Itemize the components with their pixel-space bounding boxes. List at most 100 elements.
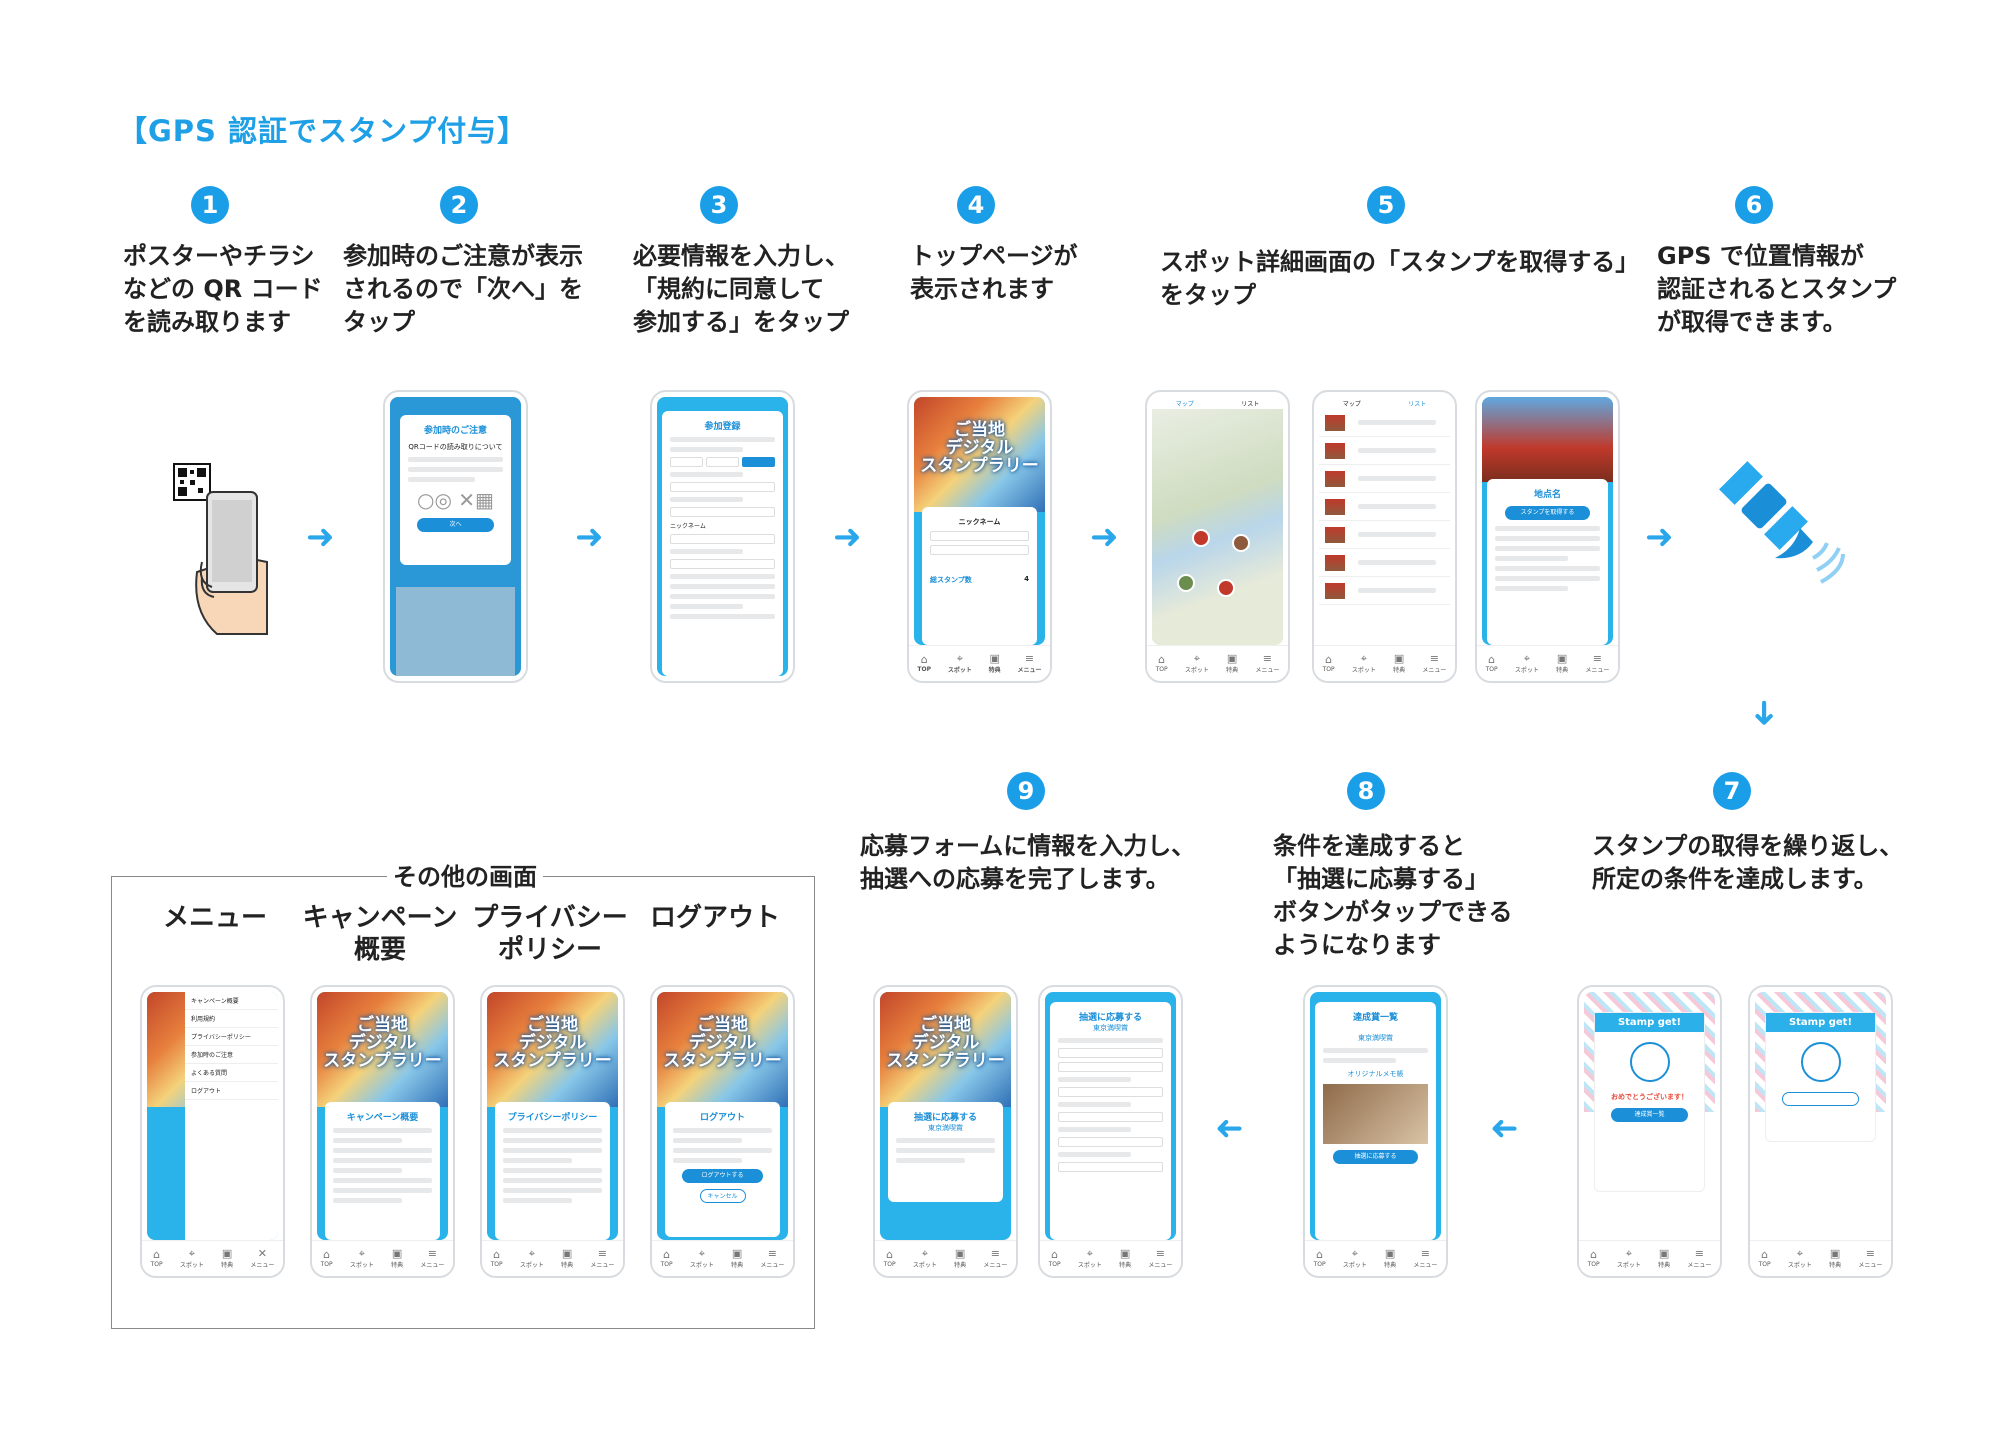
menu-item[interactable]: 利用規約 <box>185 1010 278 1028</box>
phone-field[interactable] <box>1058 1162 1163 1172</box>
tab-spot[interactable]: ⌖スポット <box>519 1247 544 1270</box>
tab-top[interactable]: ⌂TOP <box>320 1248 333 1269</box>
tab-label: スポット <box>947 667 972 674</box>
tab-benefit[interactable]: ▣特典 <box>1393 652 1406 675</box>
pin-icon: ⌖ <box>188 1247 195 1260</box>
cancel-button[interactable]: キャンセル <box>699 1189 746 1203</box>
list-item[interactable] <box>1319 465 1450 493</box>
password-field[interactable] <box>670 559 775 569</box>
map-pin-icon[interactable] <box>1217 579 1235 597</box>
tab-benefit[interactable]: ▣特典 <box>1829 1247 1842 1270</box>
tab-spot[interactable]: ⌖スポット <box>1077 1247 1102 1270</box>
tab-map[interactable]: マップ <box>1175 400 1194 408</box>
list-item[interactable] <box>1319 521 1450 549</box>
name-field[interactable] <box>1058 1048 1163 1058</box>
tab-spot[interactable]: ⌖スポット <box>1514 652 1539 675</box>
logout-button[interactable]: ログアウトする <box>682 1169 763 1183</box>
menu-item[interactable]: よくある質問 <box>185 1064 278 1082</box>
arrow-right-icon: ➜ <box>833 517 862 557</box>
arrow-right-icon: ➜ <box>306 517 335 557</box>
tab-spot[interactable]: ⌖スポット <box>1342 1247 1367 1270</box>
tab-benefit[interactable]: ▣特典 <box>731 1247 744 1270</box>
list-item[interactable] <box>1319 577 1450 605</box>
tab-menu[interactable]: ≡メニュー <box>420 1247 445 1270</box>
tab-benefit[interactable]: ▣特典 <box>221 1247 234 1270</box>
tab-menu[interactable]: ≡メニュー <box>1255 652 1280 675</box>
tab-menu[interactable]: ✕メニュー <box>250 1247 275 1270</box>
menu-item[interactable]: ログアウト <box>185 1082 278 1100</box>
prize-image <box>1323 1084 1428 1144</box>
list-item[interactable] <box>1319 409 1450 437</box>
tab-menu[interactable]: ≡メニュー <box>1858 1247 1883 1270</box>
tab-spot[interactable]: ⌖スポット <box>1351 652 1376 675</box>
tab-menu[interactable]: ≡メニュー <box>1585 652 1610 675</box>
tab-menu[interactable]: ≡メニュー <box>983 1247 1008 1270</box>
tab-top[interactable]: ⌂TOP <box>1322 653 1335 674</box>
tab-top[interactable]: ⌂TOP <box>150 1248 163 1269</box>
tab-menu[interactable]: ≡メニュー <box>760 1247 785 1270</box>
tab-top[interactable]: ⌂TOP <box>1048 1248 1061 1269</box>
birthday-field[interactable] <box>1058 1112 1163 1122</box>
map-area[interactable] <box>1152 409 1283 645</box>
list-item[interactable] <box>1319 549 1450 577</box>
step-5-number: 5 <box>1367 186 1405 224</box>
tab-benefit[interactable]: ▣特典 <box>1226 652 1239 675</box>
gift-icon: ▣ <box>1119 1247 1131 1260</box>
tab-map[interactable]: マップ <box>1342 400 1361 408</box>
achieved-list-button[interactable]: 達成賞一覧 <box>1611 1108 1688 1122</box>
tab-menu[interactable]: ≡メニュー <box>1413 1247 1438 1270</box>
tab-list[interactable]: リスト <box>1408 400 1427 408</box>
tab-top[interactable]: ⌂TOP <box>1758 1248 1771 1269</box>
tab-benefit[interactable]: ▣特典 <box>1658 1247 1671 1270</box>
tab-top[interactable]: ⌂TOP <box>883 1248 896 1269</box>
tab-top[interactable]: ⌂TOP <box>917 654 931 674</box>
email-field[interactable] <box>1058 1137 1163 1147</box>
tab-list[interactable]: リスト <box>1241 400 1260 408</box>
kana-field[interactable] <box>1058 1062 1163 1072</box>
pin-icon: ⌖ <box>698 1247 705 1260</box>
tab-spot[interactable]: ⌖スポット <box>179 1247 204 1270</box>
get-stamp-button[interactable]: スタンプを取得する <box>1505 506 1590 520</box>
list-item[interactable] <box>1319 437 1450 465</box>
page-title: 【GPS 認証でスタンプ付与】 <box>118 114 528 148</box>
tab-spot[interactable]: ⌖スポット <box>689 1247 714 1270</box>
tab-top[interactable]: ⌂TOP <box>490 1248 503 1269</box>
tab-spot[interactable]: ⌖スポット <box>1184 652 1209 675</box>
menu-icon: ≡ <box>767 1247 777 1260</box>
map-pin-icon[interactable] <box>1192 529 1210 547</box>
map-pin-icon[interactable] <box>1177 574 1195 592</box>
tab-benefit[interactable]: ▣特典 <box>391 1247 404 1270</box>
gender-field[interactable] <box>1058 1087 1163 1097</box>
tab-benefit[interactable]: ▣特典 <box>1556 652 1569 675</box>
apply-button[interactable]: 抽選に応募する <box>1333 1150 1418 1164</box>
tab-menu[interactable]: ≡メニュー <box>1148 1247 1173 1270</box>
tab-benefit[interactable]: ▣特典 <box>954 1247 967 1270</box>
menu-item[interactable]: 参加時のご注意 <box>185 1046 278 1064</box>
tab-spot[interactable]: ⌖スポット <box>947 653 972 675</box>
tab-benefit[interactable]: ▣特典 <box>561 1247 574 1270</box>
tab-benefit[interactable]: ▣特典 <box>1119 1247 1132 1270</box>
tab-menu[interactable]: ≡メニュー <box>590 1247 615 1270</box>
menu-item[interactable]: プライバシーポリシー <box>185 1028 278 1046</box>
tab-spot[interactable]: ⌖スポット <box>1787 1247 1812 1270</box>
nickname-field[interactable] <box>670 534 775 544</box>
tab-spot[interactable]: ⌖スポット <box>912 1247 937 1270</box>
close-button[interactable] <box>1782 1092 1859 1106</box>
list-item[interactable] <box>1319 493 1450 521</box>
tab-benefit[interactable]: ▣特典 <box>989 653 1001 675</box>
tab-menu[interactable]: ≡メニュー <box>1687 1247 1712 1270</box>
tab-menu[interactable]: ≡メニュー <box>1018 653 1042 675</box>
tab-top[interactable]: ⌂TOP <box>1587 1248 1600 1269</box>
next-button[interactable]: 次へ <box>416 518 495 532</box>
menu-item[interactable]: キャンペーン概要 <box>185 992 278 1010</box>
tab-top[interactable]: ⌂TOP <box>1155 653 1168 674</box>
home-icon: ⌂ <box>1488 653 1496 666</box>
tab-top[interactable]: ⌂TOP <box>1313 1248 1326 1269</box>
tab-spot[interactable]: ⌖スポット <box>349 1247 374 1270</box>
tab-menu[interactable]: ≡メニュー <box>1422 652 1447 675</box>
tab-top[interactable]: ⌂TOP <box>660 1248 673 1269</box>
map-pin-icon[interactable] <box>1232 534 1250 552</box>
tab-benefit[interactable]: ▣特典 <box>1384 1247 1397 1270</box>
tab-spot[interactable]: ⌖スポット <box>1616 1247 1641 1270</box>
tab-top[interactable]: ⌂TOP <box>1485 653 1498 674</box>
